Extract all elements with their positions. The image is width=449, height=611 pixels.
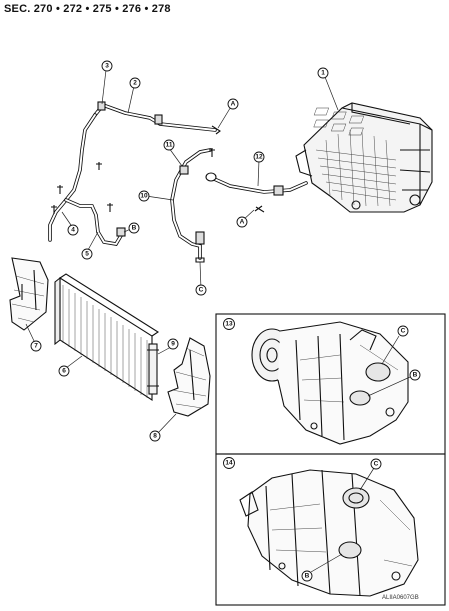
svg-text:13: 13: [225, 321, 233, 328]
svg-text:12: 12: [255, 154, 263, 161]
ref-a-lower: A: [236, 216, 248, 228]
svg-text:6: 6: [62, 368, 66, 375]
ref-a-upper: A: [227, 98, 239, 110]
svg-text:7: 7: [34, 343, 38, 350]
svg-text:A: A: [240, 219, 245, 226]
ref-b: B: [128, 222, 140, 234]
svg-text:C: C: [401, 328, 406, 335]
callout-3: 3: [101, 60, 113, 72]
svg-text:9: 9: [171, 341, 175, 348]
callout-7: 7: [30, 340, 42, 352]
pipe-2: [48, 101, 221, 242]
callout-12: 12: [253, 151, 265, 163]
pipe-12: [205, 172, 308, 196]
svg-text:10: 10: [140, 193, 148, 200]
svg-text:14: 14: [225, 460, 233, 467]
ref-c-14: C: [370, 458, 382, 470]
svg-text:B: B: [413, 372, 418, 379]
callout-6: 6: [58, 365, 70, 377]
compressor-13: [251, 321, 411, 445]
svg-text:A: A: [231, 101, 236, 108]
svg-text:11: 11: [166, 142, 173, 149]
section-header: SEC. 270 • 272 • 275 • 276 • 278: [4, 3, 171, 15]
ref-b-13: B: [409, 369, 421, 381]
inset-frame-14: [215, 453, 446, 606]
svg-text:8: 8: [153, 433, 157, 440]
hvac-unit: [295, 102, 433, 213]
callout-9: 9: [167, 338, 179, 350]
air-guide-7: [9, 257, 49, 331]
svg-text:3: 3: [105, 63, 109, 70]
pipe-5: [64, 198, 126, 246]
callout-13: 13: [223, 318, 235, 330]
svg-text:1: 1: [321, 70, 325, 77]
compressor-14: [239, 467, 419, 597]
svg-text:2: 2: [133, 80, 137, 87]
svg-text:C: C: [199, 287, 204, 294]
callout-10: 10: [138, 190, 150, 202]
bolts: [51, 148, 265, 214]
svg-text:5: 5: [85, 251, 89, 258]
condenser: [54, 273, 160, 402]
ref-b-14: B: [301, 570, 313, 582]
callout-8: 8: [149, 430, 161, 442]
ref-c: C: [195, 284, 207, 296]
callout-1: 1: [317, 67, 329, 79]
callout-11: 11: [163, 139, 175, 151]
figure-code: ALIIA0607GB: [382, 595, 419, 601]
ref-c-13: C: [397, 325, 409, 337]
air-guide-8: [167, 337, 211, 417]
callout-5: 5: [81, 248, 93, 260]
svg-text:4: 4: [71, 227, 75, 234]
svg-text:B: B: [132, 225, 137, 232]
callout-14: 14: [223, 457, 235, 469]
callout-4: 4: [67, 224, 79, 236]
hose-10: [170, 148, 212, 263]
callout-2: 2: [129, 77, 141, 89]
svg-text:C: C: [374, 461, 379, 468]
svg-text:B: B: [305, 573, 310, 580]
